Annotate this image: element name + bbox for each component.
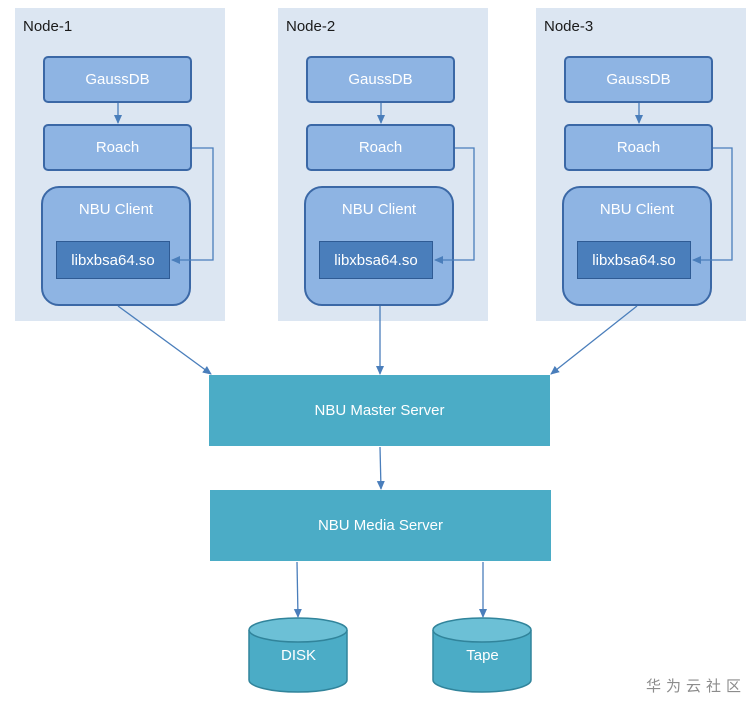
tape-label: Tape [466,647,499,664]
tape-cylinder-icon [432,617,532,693]
node-3-to-master-arrow [550,305,638,375]
nbu-media-server: NBU Media Server [210,490,551,561]
node-1-nbu-client-label: NBU Client [78,201,154,218]
disk-label: DISK [280,647,316,664]
node-3-libxbsa: libxbsa64.so [577,241,691,279]
node-2-nbu-client-label: NBU Client [341,201,417,218]
tape-storage: Tape [432,617,533,694]
node-2-roach: Roach [306,124,455,171]
node-1-roach: Roach [43,124,192,171]
watermark: 华为云社区 [645,677,746,695]
master-to-media-arrow [376,446,385,490]
nbu-master-server: NBU Master Server [209,375,550,446]
node-1-roach-to-lib-arrow [171,147,214,264]
node-1-to-master-arrow [117,305,212,375]
node-2-gaussdb: GaussDB [306,56,455,103]
disk-storage: DISK [248,617,349,694]
node-3-gaussdb: GaussDB [564,56,713,103]
node-3-roach-to-lib-arrow [692,147,733,264]
media-to-disk-arrow [293,561,302,618]
node-1-gaussdb: GaussDB [43,56,192,103]
node-3-roach: Roach [564,124,713,171]
node-1-libxbsa: libxbsa64.so [56,241,170,279]
node-1-title: Node-1 [23,18,73,35]
node-2-libxbsa: libxbsa64.so [319,241,433,279]
disk-cylinder-icon [248,617,348,693]
node-2-title: Node-2 [286,18,336,35]
node-2-roach-to-lib-arrow [434,147,475,264]
node-3-title: Node-3 [544,18,594,35]
node-3-nbu-client-label: NBU Client [599,201,675,218]
